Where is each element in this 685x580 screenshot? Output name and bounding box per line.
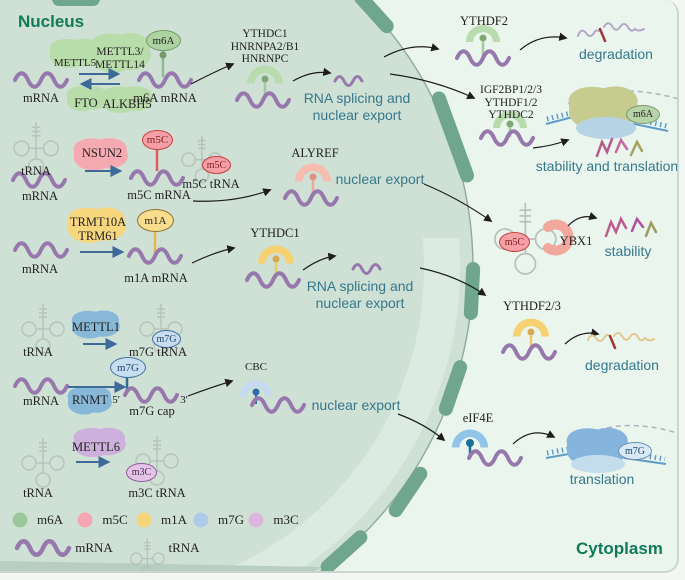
ythdf2-reader: YTHDF2	[460, 14, 508, 28]
mettl6-writer: METTL6	[72, 440, 120, 454]
m7g-mrna-substrate-label: mRNA	[22, 394, 60, 408]
m1a-outcome-line2: nuclear export	[315, 295, 405, 311]
mettl3-writer: METTL3/	[96, 46, 144, 58]
three-prime-label: 3'	[180, 394, 188, 406]
alyref-reader: ALYREF	[291, 146, 339, 160]
eif4e-reader: eIF4E	[462, 411, 494, 425]
nuclear-export-outcome-2: nuclear export	[311, 397, 401, 413]
stability-outcome: stability	[604, 243, 652, 259]
nucleus-title: Nucleus	[18, 12, 85, 31]
m7g-trna-product-label: m7G tRNA	[129, 345, 187, 359]
legend-m3c-label: m3C	[273, 512, 299, 527]
ribosome-m6a-mark: m6A	[626, 105, 660, 124]
m7g-trna-substrate-label: tRNA	[23, 345, 53, 359]
legend-m1a-label: m1A	[161, 512, 187, 527]
legend-m3c-swatch	[248, 512, 264, 528]
ythdf23-reader: YTHDF2/3	[503, 299, 561, 313]
legend-mrna-label: mRNA	[75, 540, 113, 555]
cbc-reader: CBC	[244, 361, 267, 373]
legend-trna-label: tRNA	[168, 540, 200, 555]
cyto-m5c-mark: m5C	[499, 232, 530, 252]
alkbh5-eraser: ALKBH5	[102, 97, 152, 111]
m7g-trna-row-graphics	[21, 303, 183, 354]
m6a-outcome-line2: nuclear export	[312, 107, 402, 123]
nuclear-export-outcome-1: nuclear export	[335, 171, 425, 187]
nsun2-writer: NSUN2	[81, 146, 123, 160]
m1a-product-label: m1A mRNA	[124, 271, 188, 285]
m3c-substrate-label: tRNA	[23, 486, 53, 500]
ybx1-reader: YBX1	[559, 234, 593, 248]
ybx1-stability-graphics	[494, 202, 658, 275]
legend-m7g-swatch	[193, 512, 209, 528]
m1a-substrate-label: mRNA	[21, 262, 59, 276]
legend-m5c-swatch	[77, 512, 93, 528]
cytoplasm-title: Cytoplasm	[576, 539, 663, 558]
igf2bp-reader: IGF2BP1/2/3	[480, 84, 542, 96]
five-prime-label: 5'	[112, 394, 120, 406]
m3c-mark: m3C	[126, 463, 157, 482]
legend-graphics	[12, 512, 264, 571]
legend-m7g-label: m7G	[218, 512, 244, 527]
legend-m5c-label: m5C	[102, 512, 128, 527]
ythdf12-reader: YTHDF1/2	[484, 96, 538, 109]
m5c-mrna-product-label: m5C mRNA	[127, 188, 191, 202]
m7g-cap-product-label: m7G cap	[129, 404, 175, 418]
m7g-cap-row-graphics	[13, 377, 234, 415]
m3c-product-label: m3C tRNA	[128, 486, 186, 500]
ythdf2-degradation-graphics	[455, 22, 645, 67]
nuclear-pore-complexes	[52, 0, 481, 571]
m5c-trna-substrate-label: tRNA	[21, 164, 51, 178]
m1a-row-graphics	[13, 207, 236, 265]
mettl1-writer: METTL1	[72, 320, 120, 334]
legend-m6a-swatch	[12, 512, 28, 528]
trm61-writer: TRM61	[78, 229, 118, 243]
rnmt-writer: RNMT	[71, 393, 109, 407]
cell-outline: Nucleus Cytoplasm mRNA METTL5 METTL3/MET…	[0, 0, 679, 573]
m6a-substrate-label: mRNA	[22, 91, 60, 105]
fto-eraser: FTO	[74, 96, 98, 110]
m5c-row-graphics	[11, 121, 272, 202]
degradation-outcome-2: degradation	[585, 357, 659, 373]
m1a-mark: m1A	[137, 209, 174, 232]
ribosome-m7g-mark: m7G	[618, 442, 652, 460]
m6a-row-graphics	[13, 33, 235, 113]
m3c-row-graphics	[21, 427, 179, 488]
stability-translation-outcome: stability and translation	[535, 158, 679, 174]
m6a-outcome-line1: RNA splicing and	[303, 90, 411, 106]
m1a-reader-graphics	[245, 245, 487, 296]
m5c-mark: m5C	[142, 130, 173, 150]
trmt10a-writer: TRMT10A	[69, 215, 127, 229]
m5c-trna-mark: m5C	[202, 156, 231, 174]
degradation-outcome-1: degradation	[579, 46, 653, 62]
hnrnpc-reader: HNRNPC	[241, 53, 289, 65]
translation-outcome: translation	[569, 471, 635, 487]
legend-m6a-label: m6A	[37, 512, 63, 527]
alyref-graphics	[283, 163, 493, 222]
mettl14-writer: METTL14	[95, 58, 145, 71]
m6a-product-label: m6A mRNA	[133, 91, 197, 105]
ythdf23-degradation-graphics	[501, 318, 655, 361]
m7g-trna-mark: m7G	[152, 330, 181, 348]
m6a-mark: m6A	[146, 30, 181, 51]
m5c-trna-product-label: m5C tRNA	[182, 177, 240, 191]
ythdc1-reader: YTHDC1	[242, 28, 288, 40]
m7g-cap-mark: m7G	[110, 357, 146, 378]
ythdc1-reader-2: YTHDC1	[250, 226, 300, 240]
cbc-graphics	[239, 380, 446, 442]
hnrnpa2b1-reader: HNRNPA2/B1	[230, 40, 300, 53]
diagram-graphics	[0, 0, 677, 571]
m1a-outcome-line1: RNA splicing and	[306, 278, 414, 294]
legend-m1a-swatch	[136, 512, 152, 528]
mettl5-writer: METTL5	[53, 57, 97, 69]
m5c-mrna-substrate-label: mRNA	[21, 189, 59, 203]
ythdc2-reader: YTHDC2	[488, 109, 534, 121]
m6a-nuclear-reader-graphics	[235, 43, 476, 109]
